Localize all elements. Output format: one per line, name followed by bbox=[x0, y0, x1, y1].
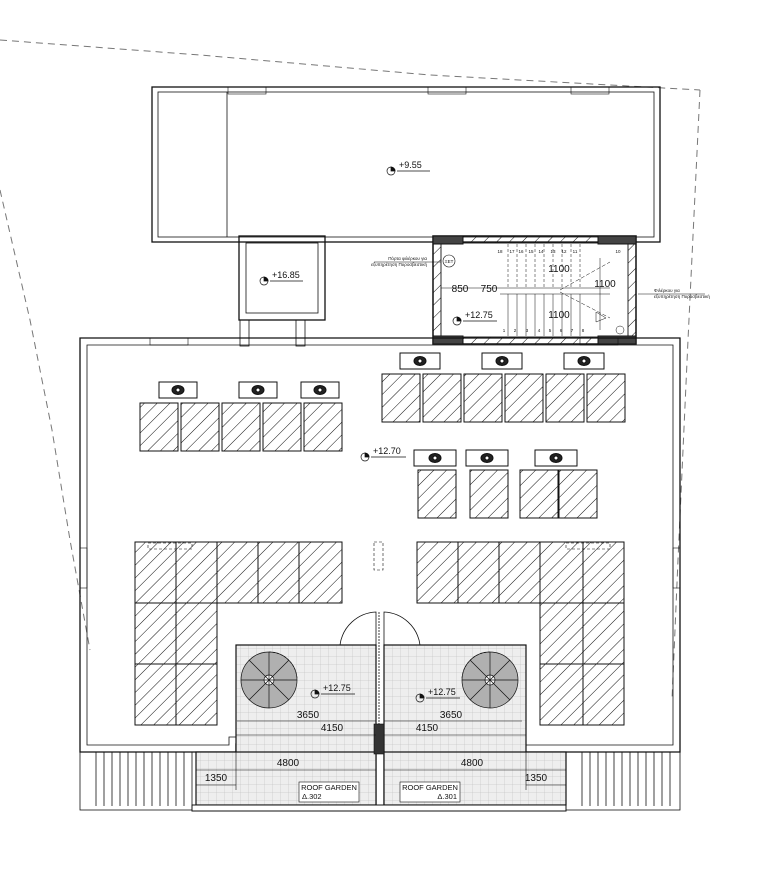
stair-dim-landing: 850 bbox=[452, 284, 469, 295]
dim-right-4150: 4150 bbox=[416, 723, 439, 734]
level-label-tower: +16.85 bbox=[272, 270, 300, 280]
stair-dim-top: 1100 bbox=[548, 264, 570, 275]
dim-left-4150: 4150 bbox=[321, 723, 344, 734]
tower-block bbox=[238, 235, 326, 347]
roof-gardens bbox=[191, 612, 567, 812]
level-label-roof-top: +9.55 bbox=[399, 160, 422, 170]
spiral-stair-left bbox=[240, 651, 298, 709]
dim-left-1350: 1350 bbox=[205, 773, 228, 784]
step-number: 12 bbox=[561, 249, 567, 254]
dim-right-4800: 4800 bbox=[461, 758, 484, 769]
step-number: 15 bbox=[528, 249, 534, 254]
note-left-line1: Πόρτα φιλέρκου για bbox=[388, 255, 427, 261]
note-right-line1: Φιλέρκου για bbox=[654, 287, 680, 293]
garden-name-right: ROOF GARDEN bbox=[402, 783, 458, 792]
water-heater-units bbox=[158, 352, 605, 467]
dim-left-4800: 4800 bbox=[277, 758, 300, 769]
level-label-stair: +12.75 bbox=[465, 310, 493, 320]
property-boundary bbox=[0, 39, 701, 701]
garden-code-right: Δ.301 bbox=[437, 792, 457, 801]
step-number: 17 bbox=[509, 249, 515, 254]
facade-strip bbox=[79, 751, 681, 811]
stair-dim-right: 1100 bbox=[594, 279, 616, 290]
note-left-line2: εξυπηρέτηση Πυροσβεστική bbox=[371, 261, 427, 267]
upper-roof-slab bbox=[151, 86, 661, 243]
step-number: 2 bbox=[514, 328, 517, 333]
step-number: 8 bbox=[582, 328, 585, 333]
dim-right-1350: 1350 bbox=[525, 773, 548, 784]
step-number: 6 bbox=[560, 328, 563, 333]
stair-core bbox=[374, 235, 705, 345]
level-label-main-roof: +12.70 bbox=[373, 446, 401, 456]
garden-tag-left: ROOF GARDEN Δ.302 bbox=[298, 781, 360, 803]
step-number: 3 bbox=[526, 328, 529, 333]
level-markers bbox=[259, 166, 497, 703]
garden-code-left: Δ.302 bbox=[302, 792, 322, 801]
spiral-stair-right bbox=[461, 651, 519, 709]
step-number: 10 bbox=[615, 249, 621, 254]
dimension-lines bbox=[196, 716, 566, 790]
stair-dim-bottom: 1100 bbox=[548, 310, 570, 321]
step-number: 1 bbox=[503, 328, 506, 333]
step-number: 11 bbox=[573, 249, 578, 254]
step-number: 16 bbox=[518, 249, 524, 254]
garden-doors bbox=[339, 611, 421, 646]
step-number: 7 bbox=[571, 328, 574, 333]
step-number: 18 bbox=[497, 249, 503, 254]
step-number: 13 bbox=[550, 249, 556, 254]
garden-tag-right: ROOF GARDEN Δ.301 bbox=[399, 781, 461, 803]
note-right-line2: εξυπηρέτηση Πυροσβεστική bbox=[654, 293, 710, 299]
garden-name-left: ROOF GARDEN bbox=[301, 783, 357, 792]
stair-step-numbers: 18 17 16 15 14 13 12 11 10 1 2 3 4 5 6 7… bbox=[497, 249, 621, 333]
step-number: 14 bbox=[538, 249, 544, 254]
dim-right-3650: 3650 bbox=[440, 710, 463, 721]
level-label-garden-right: +12.75 bbox=[428, 687, 456, 697]
solar-panels bbox=[134, 373, 626, 726]
stair-dim-flight: 750 bbox=[481, 284, 498, 295]
stair-treads bbox=[500, 244, 625, 336]
level-label-garden-left: +12.75 bbox=[323, 683, 351, 693]
dim-left-3650: 3650 bbox=[297, 710, 320, 721]
step-number: 4 bbox=[538, 328, 541, 333]
stair-tag: ΞΕΤ bbox=[445, 259, 454, 264]
step-number: 5 bbox=[549, 328, 552, 333]
